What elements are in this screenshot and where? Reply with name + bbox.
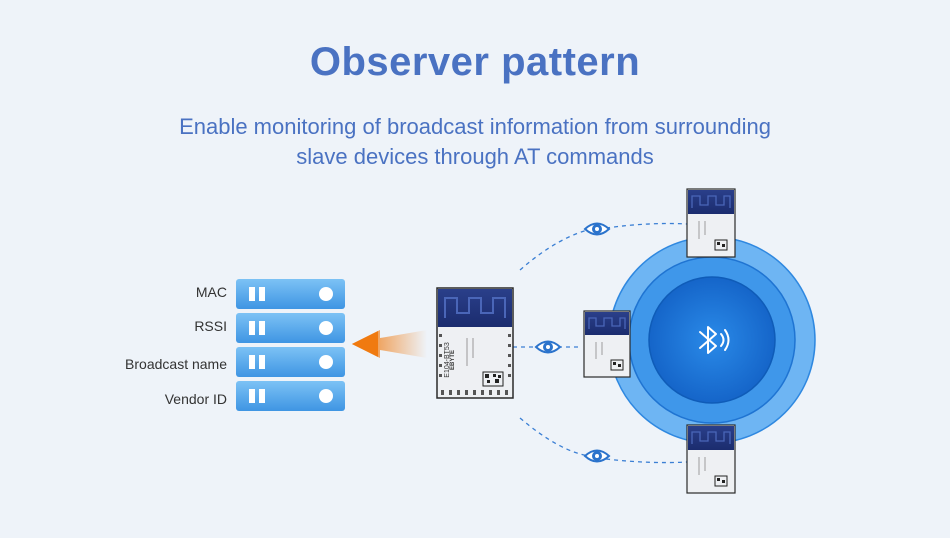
info-label: Vendor ID <box>165 391 227 407</box>
info-label: Broadcast name <box>125 356 227 372</box>
module-central: EBYTE E104-BT53 <box>436 287 514 399</box>
page-subtitle: Enable monitoring of broadcast informati… <box>0 112 950 172</box>
connection-line-top <box>519 227 597 271</box>
module-slave-top <box>686 188 736 258</box>
subtitle-line-1: Enable monitoring of broadcast informati… <box>179 114 771 139</box>
server-slot <box>236 381 345 411</box>
info-item-broadcast-name: Broadcast name <box>125 347 345 377</box>
server-slot <box>236 313 345 343</box>
module-slave-bottom <box>686 424 736 494</box>
eye-icon <box>534 340 562 354</box>
module-brand: EBYTE <box>450 350 456 370</box>
eye-icon <box>583 222 611 236</box>
module-slave-middle <box>583 310 631 378</box>
page-title: Observer pattern <box>309 40 641 84</box>
info-label: RSSI <box>194 318 227 334</box>
eye-icon <box>583 449 611 463</box>
subtitle-line-2: slave devices through AT commands <box>296 144 654 169</box>
module-model: E104-BT53 <box>444 342 451 378</box>
bluetooth-broadcast-area <box>608 236 816 444</box>
data-flow-arrow <box>352 330 427 358</box>
info-item-vendor-id: Vendor ID <box>165 381 345 411</box>
server-slot <box>236 279 345 309</box>
info-item-rssi: RSSI <box>194 313 345 343</box>
connection-line-bottom <box>519 417 591 457</box>
info-item-mac: MAC <box>196 279 345 309</box>
connection-line-top-right <box>605 222 688 229</box>
info-label: MAC <box>196 284 227 300</box>
server-slot <box>236 347 345 377</box>
connection-line-bottom-right <box>605 458 688 464</box>
info-list: MAC RSSI Broadcast name Vendor ID <box>125 279 345 411</box>
bluetooth-icon <box>699 326 730 354</box>
